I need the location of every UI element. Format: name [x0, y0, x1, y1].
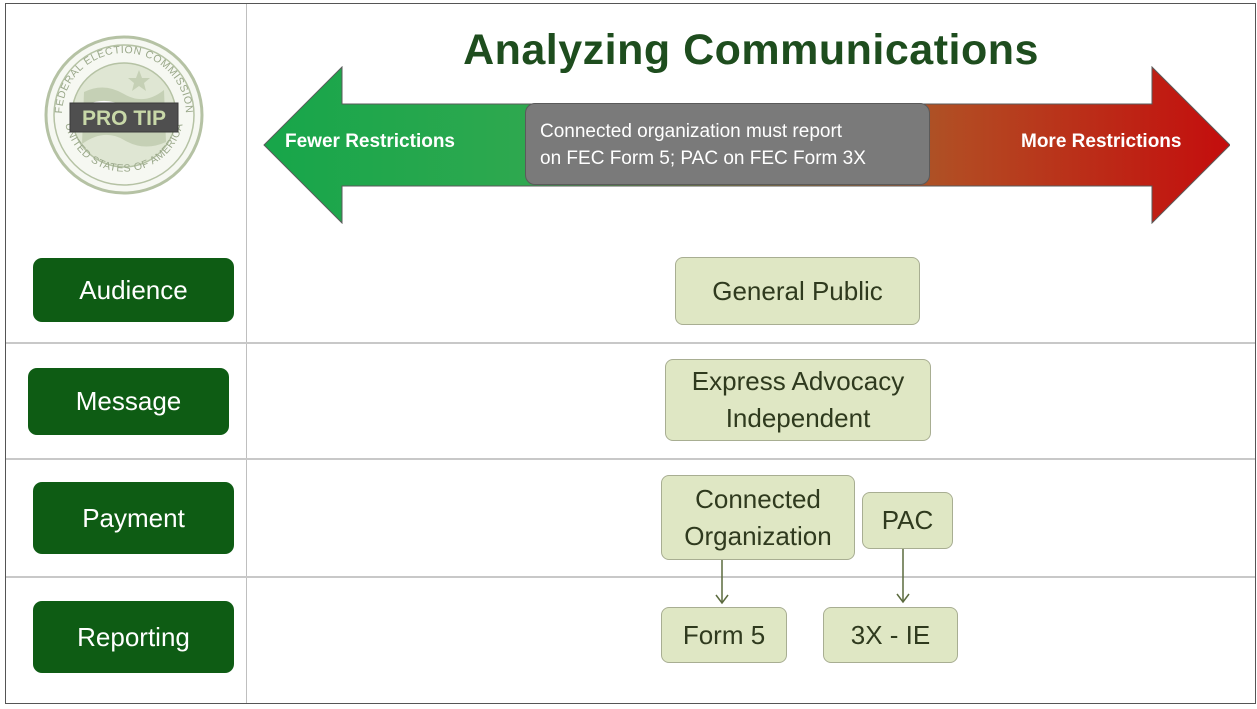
page-title: Analyzing Communications	[463, 26, 1039, 74]
svg-text:PRO TIP: PRO TIP	[82, 107, 166, 130]
fec-pro-tip-logo: FEDERAL ELECTION COMMISSION UNITED STATE…	[44, 35, 204, 195]
form-5-box: Form 5	[661, 607, 787, 663]
form-3x-ie-box: 3X - IE	[823, 607, 958, 663]
pac-box: PAC	[862, 492, 953, 549]
connected-line: Connected	[695, 483, 821, 514]
message-category[interactable]: Message	[28, 368, 229, 435]
slide: FEDERAL ELECTION COMMISSION UNITED STATE…	[5, 3, 1256, 704]
reporting-note-box: Connected organization must report on FE…	[525, 103, 930, 185]
more-restrictions-label: More Restrictions	[1021, 131, 1182, 152]
row-divider-audience	[6, 342, 1255, 344]
connected-to-form5-arrow	[715, 560, 729, 605]
reporting-category[interactable]: Reporting	[33, 601, 234, 673]
connected-organization-box: Connected Organization	[661, 475, 855, 560]
audience-category[interactable]: Audience	[33, 258, 234, 322]
payment-category[interactable]: Payment	[33, 482, 234, 554]
reporting-note-line-1: Connected organization must report	[540, 121, 843, 142]
express-advocacy-line: Express Advocacy	[691, 366, 905, 396]
express-advocacy-box: Express Advocacy Independent	[665, 359, 931, 441]
fewer-restrictions-label: Fewer Restrictions	[285, 131, 455, 152]
column-divider	[246, 4, 247, 703]
general-public-box: General Public	[675, 257, 920, 325]
pac-to-3x-arrow	[896, 549, 910, 604]
organization-line: Organization	[684, 520, 832, 551]
reporting-note-line-2: on FEC Form 5; PAC on FEC Form 3X	[540, 148, 866, 169]
independent-line: Independent	[725, 403, 871, 433]
row-divider-payment	[6, 576, 1255, 578]
row-divider-message	[6, 458, 1255, 460]
